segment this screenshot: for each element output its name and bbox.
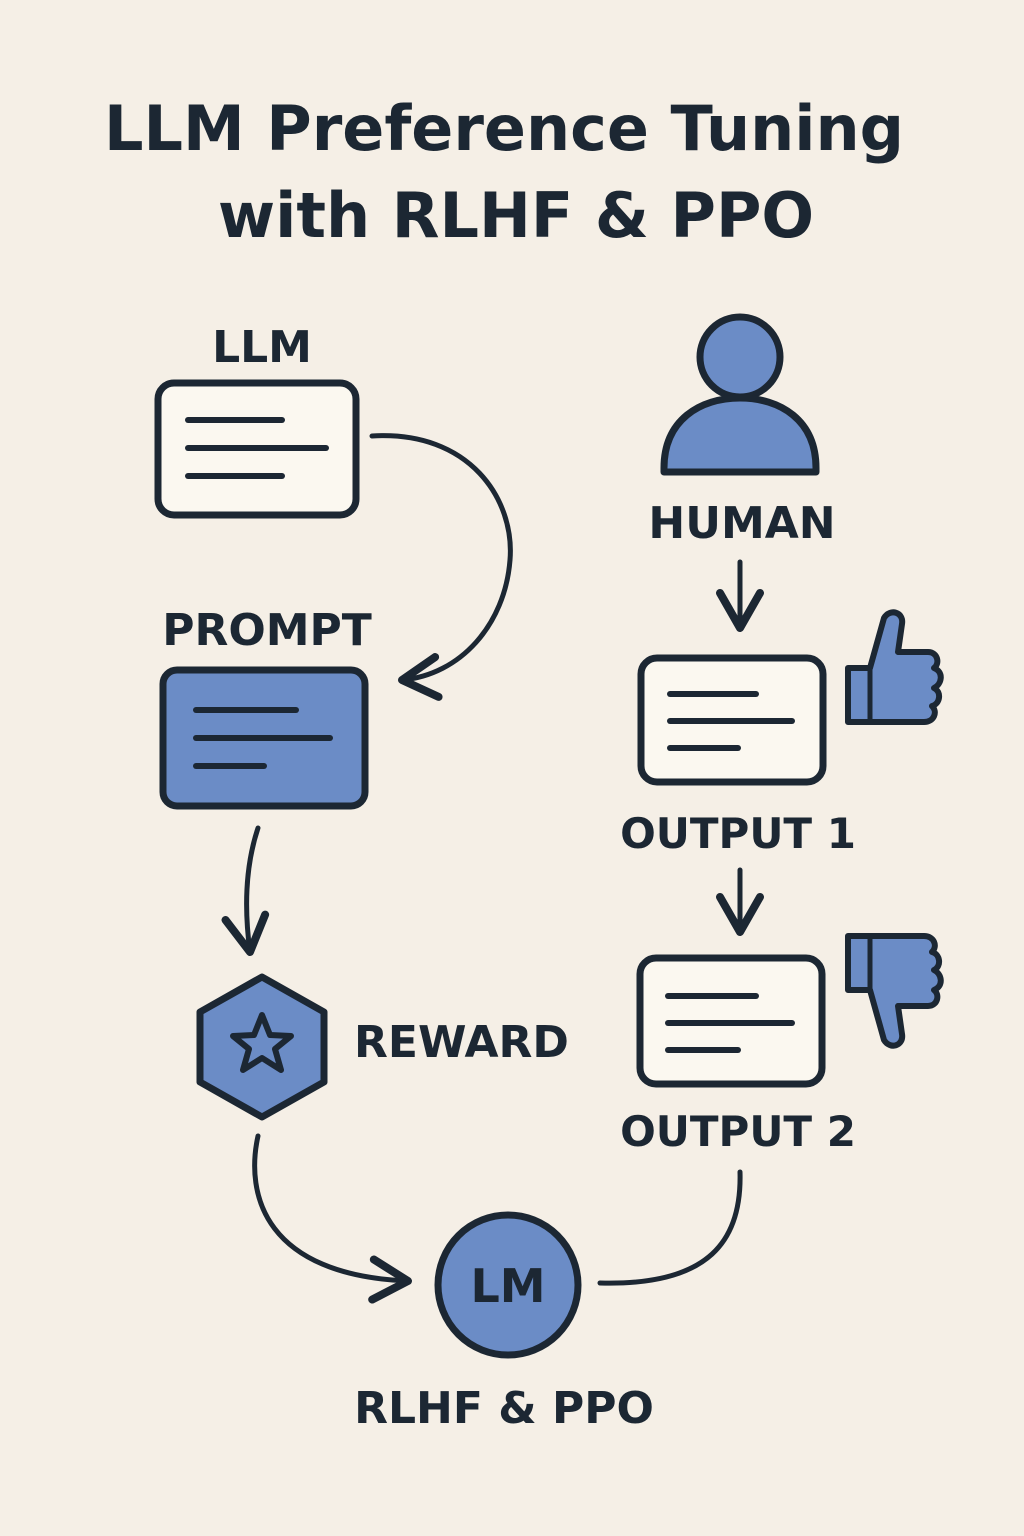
title-line-1: LLM Preference Tuning (104, 92, 904, 165)
human-label: HUMAN (648, 498, 835, 549)
arrow-llm-to-prompt (369, 433, 513, 701)
output2-label: OUTPUT 2 (620, 1107, 856, 1156)
rlhf-ppo-label: RLHF & PPO (354, 1383, 654, 1434)
arrow-prompt-to-reward (221, 825, 270, 956)
llm-label: LLM (212, 322, 312, 373)
output1-card-icon (637, 654, 827, 786)
title-line-2: with RLHF & PPO (218, 179, 814, 252)
prompt-label: PROMPT (162, 605, 372, 656)
llm-card-icon (154, 379, 360, 519)
person-icon (660, 313, 820, 476)
prompt-card-icon (159, 666, 369, 810)
thumbs-up-icon (845, 609, 944, 725)
output2-card-icon (636, 954, 826, 1088)
output1-label: OUTPUT 1 (620, 809, 856, 858)
reward-star-hexagon-icon (196, 973, 328, 1121)
lm-node-label: LM (470, 1259, 545, 1313)
arrow-reward-to-lm (252, 1133, 412, 1304)
lm-node-icon (434, 1211, 582, 1359)
connector-output2-to-lm (597, 1169, 743, 1286)
reward-label: REWARD (354, 1017, 569, 1068)
thumbs-down-icon (845, 933, 944, 1049)
